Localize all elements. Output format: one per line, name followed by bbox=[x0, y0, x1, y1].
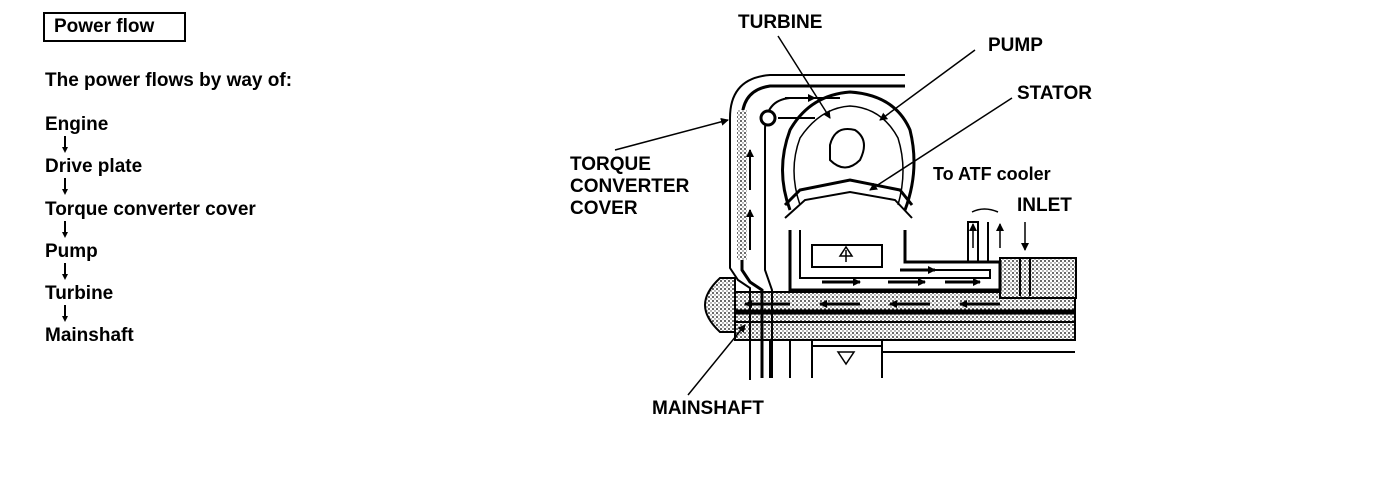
power-flow-intro: The power flows by way of: bbox=[45, 70, 293, 91]
label-cover-line2: CONVERTER bbox=[570, 176, 690, 197]
flow-step-drive-plate: Drive plate bbox=[45, 154, 256, 196]
power-flow-list: Engine Drive plate Torque converter cove… bbox=[45, 112, 256, 366]
flow-step-label: Turbine bbox=[45, 283, 114, 305]
fluid-flow-arrows bbox=[744, 94, 1000, 308]
label-inlet: INLET bbox=[1017, 195, 1072, 216]
flow-step-label: Drive plate bbox=[45, 156, 143, 178]
atf-cooler-ports bbox=[967, 208, 1031, 296]
label-mainshaft: MAINSHAFT bbox=[652, 398, 764, 419]
flow-step-label: Torque converter cover bbox=[45, 198, 256, 220]
pump-turbine-assembly bbox=[781, 90, 1002, 292]
down-arrow-icon bbox=[62, 136, 68, 153]
flow-step-cover: Torque converter cover bbox=[45, 197, 256, 239]
down-arrow-icon bbox=[62, 305, 68, 323]
stator-support-lower bbox=[769, 340, 1075, 378]
label-atf-cooler: To ATF cooler bbox=[933, 164, 1051, 184]
flow-step-label: Mainshaft bbox=[45, 325, 134, 347]
flow-step-engine: Engine bbox=[45, 112, 256, 154]
flow-step-turbine: Turbine bbox=[45, 281, 256, 323]
power-flow-title: Power flow bbox=[43, 12, 186, 42]
down-arrow-icon bbox=[62, 178, 68, 196]
flow-step-label: Pump bbox=[45, 240, 98, 262]
converter-cover-shell bbox=[729, 74, 905, 380]
down-arrow-icon bbox=[62, 262, 68, 280]
label-pump: PUMP bbox=[988, 35, 1043, 56]
label-turbine: TURBINE bbox=[738, 12, 823, 33]
flow-step-mainshaft: Mainshaft bbox=[45, 323, 256, 365]
label-cover-line3: COVER bbox=[570, 198, 638, 219]
label-stator: STATOR bbox=[1017, 83, 1092, 104]
leader-lines bbox=[614, 35, 1013, 396]
label-cover-line1: TORQUE bbox=[570, 154, 651, 175]
flow-step-pump: Pump bbox=[45, 239, 256, 281]
flow-step-label: Engine bbox=[45, 114, 109, 135]
mainshaft-body bbox=[703, 257, 1077, 341]
down-arrow-icon bbox=[62, 220, 68, 238]
